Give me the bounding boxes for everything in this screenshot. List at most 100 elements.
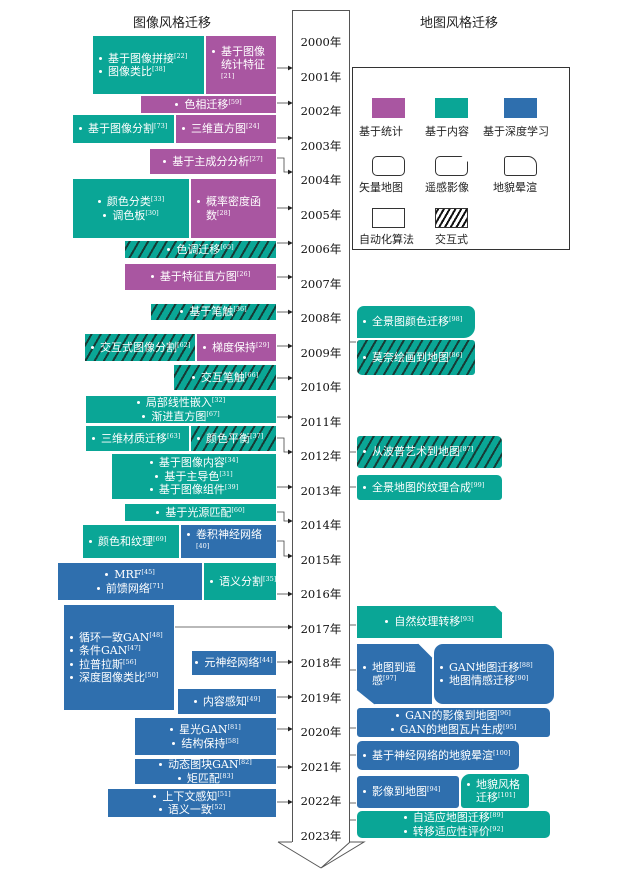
method-box: 莫奈绘画到地图[86]	[356, 339, 476, 376]
method-box: 基于主成分分析[27]	[149, 148, 277, 175]
method-box: 从波普艺术到地图[87]	[356, 435, 503, 469]
method-name: 语义一致	[167, 803, 212, 816]
method-item: 交互笔触[66]	[191, 370, 259, 385]
year-label: 2009年	[300, 345, 342, 360]
method-item: 内容感知[49]	[193, 695, 260, 709]
method-name: 自然纹理转移	[394, 615, 461, 629]
method-name: 矩匹配	[186, 771, 220, 785]
method-box: 自然纹理转移[93]	[356, 605, 503, 639]
method-name: 色调迁移	[176, 242, 221, 256]
year-label: 2014年	[300, 518, 342, 532]
legend-label: 基于深度学习	[483, 125, 549, 138]
year-label: 2000年	[300, 35, 342, 49]
citation: [47]	[127, 644, 141, 652]
year-label: 2018年	[300, 656, 342, 670]
citation: [51]	[217, 789, 231, 798]
timeline-arrowhead	[277, 841, 366, 869]
method-item: 图像类比[38]	[99, 65, 198, 79]
method-name: 三维直方图	[191, 122, 246, 136]
method-name: 上下文感知	[162, 789, 218, 803]
year-label: 2021年	[300, 759, 342, 774]
citation: [24]	[246, 122, 260, 131]
citation: [87]	[460, 445, 474, 454]
year-label: 2015年	[300, 552, 342, 567]
method-name: 交互式图像分割	[100, 340, 177, 354]
method-name: 动态图块GAN	[168, 758, 239, 771]
method-name: 色相迁移	[184, 97, 229, 111]
method-name: 基于神经网络的地貌晕渲	[372, 748, 493, 762]
method-box: 卷积神经网络[40]	[180, 524, 277, 559]
citation: [32]	[211, 396, 226, 404]
year-label: 2012年	[300, 449, 342, 463]
method-name: 图像类比	[108, 65, 152, 78]
method-item: 地图情感迁移[90]	[440, 674, 548, 688]
citation: [58]	[225, 736, 239, 745]
citation: [62]	[177, 340, 191, 349]
method-item: 基于光源匹配[60]	[156, 505, 245, 520]
method-item: 矩匹配[83]	[177, 771, 234, 785]
method-name: 自适应地图迁移	[412, 811, 490, 824]
method-box: 基于神经网络的地貌晕渲[100]	[356, 740, 520, 771]
method-box: 全景图颜色迁移[98]	[356, 305, 476, 339]
legend: 基于统计 基于内容 基于深度学习 矢量地图 遥感影像 地貌晕渲 自动化算法 交互…	[352, 67, 570, 250]
method-box: 交互笔触[66]	[173, 364, 277, 391]
method-name: MRF	[114, 568, 142, 581]
method-item: 元神经网络[44]	[195, 656, 273, 670]
citation: [98]	[449, 315, 463, 324]
method-item: 色调迁移[65]	[167, 242, 234, 257]
method-item: 拉普拉斯[56]	[70, 658, 168, 672]
method-box: 基于特征直方图[26]	[124, 263, 277, 291]
year-label: 2022年	[300, 794, 342, 808]
citation: [52]	[211, 803, 226, 811]
method-name: 颜色和纹理	[98, 534, 153, 548]
method-item: 基于图像组件[39]	[149, 483, 238, 497]
legend-label: 矢量地图	[359, 181, 403, 194]
method-name: 概率密度函数	[206, 195, 261, 222]
year-label: 2007年	[300, 276, 342, 291]
legend-shape-automatic	[372, 208, 405, 228]
method-name: 深度图像类比	[79, 671, 145, 684]
citation: [94]	[427, 785, 441, 794]
method-item: 梯度保持[29]	[203, 341, 270, 355]
citation: [66]	[244, 370, 259, 379]
citation: [21]	[221, 71, 235, 80]
method-name: 基于光源匹配	[165, 505, 232, 519]
method-box: 基于图像拼接[22]图像类比[38]	[92, 35, 205, 95]
method-item: GAN的地图瓦片生成[95]	[390, 723, 516, 737]
method-box: 元神经网络[44]	[191, 650, 277, 676]
method-item: 渐进直方图[67]	[142, 409, 220, 424]
citation: [97]	[383, 674, 397, 682]
method-box: 局部线性嵌入[32]渐进直方图[67]	[85, 395, 277, 424]
citation: [56]	[123, 657, 137, 666]
year-label: 2016年	[300, 587, 342, 601]
citation: [67]	[206, 409, 220, 418]
citation: [96]	[497, 709, 511, 717]
method-name: 基于图像拼接	[108, 51, 174, 65]
citation: [99]	[471, 480, 485, 489]
citation: [83]	[219, 771, 234, 780]
year-label: 2019年	[300, 690, 342, 705]
year-label: 2004年	[300, 173, 342, 187]
legend-label: 基于统计	[359, 125, 403, 138]
method-item: 循环一致GAN[48]	[70, 631, 168, 645]
citation: [59]	[228, 97, 242, 106]
method-box: 语义分割[35]	[203, 562, 277, 601]
citation: [90]	[515, 674, 529, 682]
year-label: 2008年	[300, 311, 342, 325]
method-name: 从波普艺术到地图	[372, 445, 460, 459]
method-item: 影像到地图[94]	[363, 785, 453, 799]
method-name: 语义分割	[219, 574, 263, 588]
citation: [36]	[233, 305, 247, 314]
year-label: 2011年	[300, 414, 342, 429]
method-name: 转移适应性评价	[412, 824, 490, 838]
method-name: 颜色分类	[106, 195, 151, 208]
method-name: 渐进直方图	[151, 409, 207, 423]
method-item: 卷积神经网络[40]	[187, 528, 270, 555]
legend-shape-relief-shading	[504, 156, 537, 176]
method-box: 循环一致GAN[48]条件GAN[47]拉普拉斯[56]深度图像类比[50]	[63, 604, 175, 711]
citation: [27]	[249, 154, 263, 163]
legend-swatch-deep-learning	[504, 98, 537, 118]
method-item: 星光GAN[81]	[170, 723, 241, 737]
legend-label: 基于内容	[425, 125, 469, 138]
